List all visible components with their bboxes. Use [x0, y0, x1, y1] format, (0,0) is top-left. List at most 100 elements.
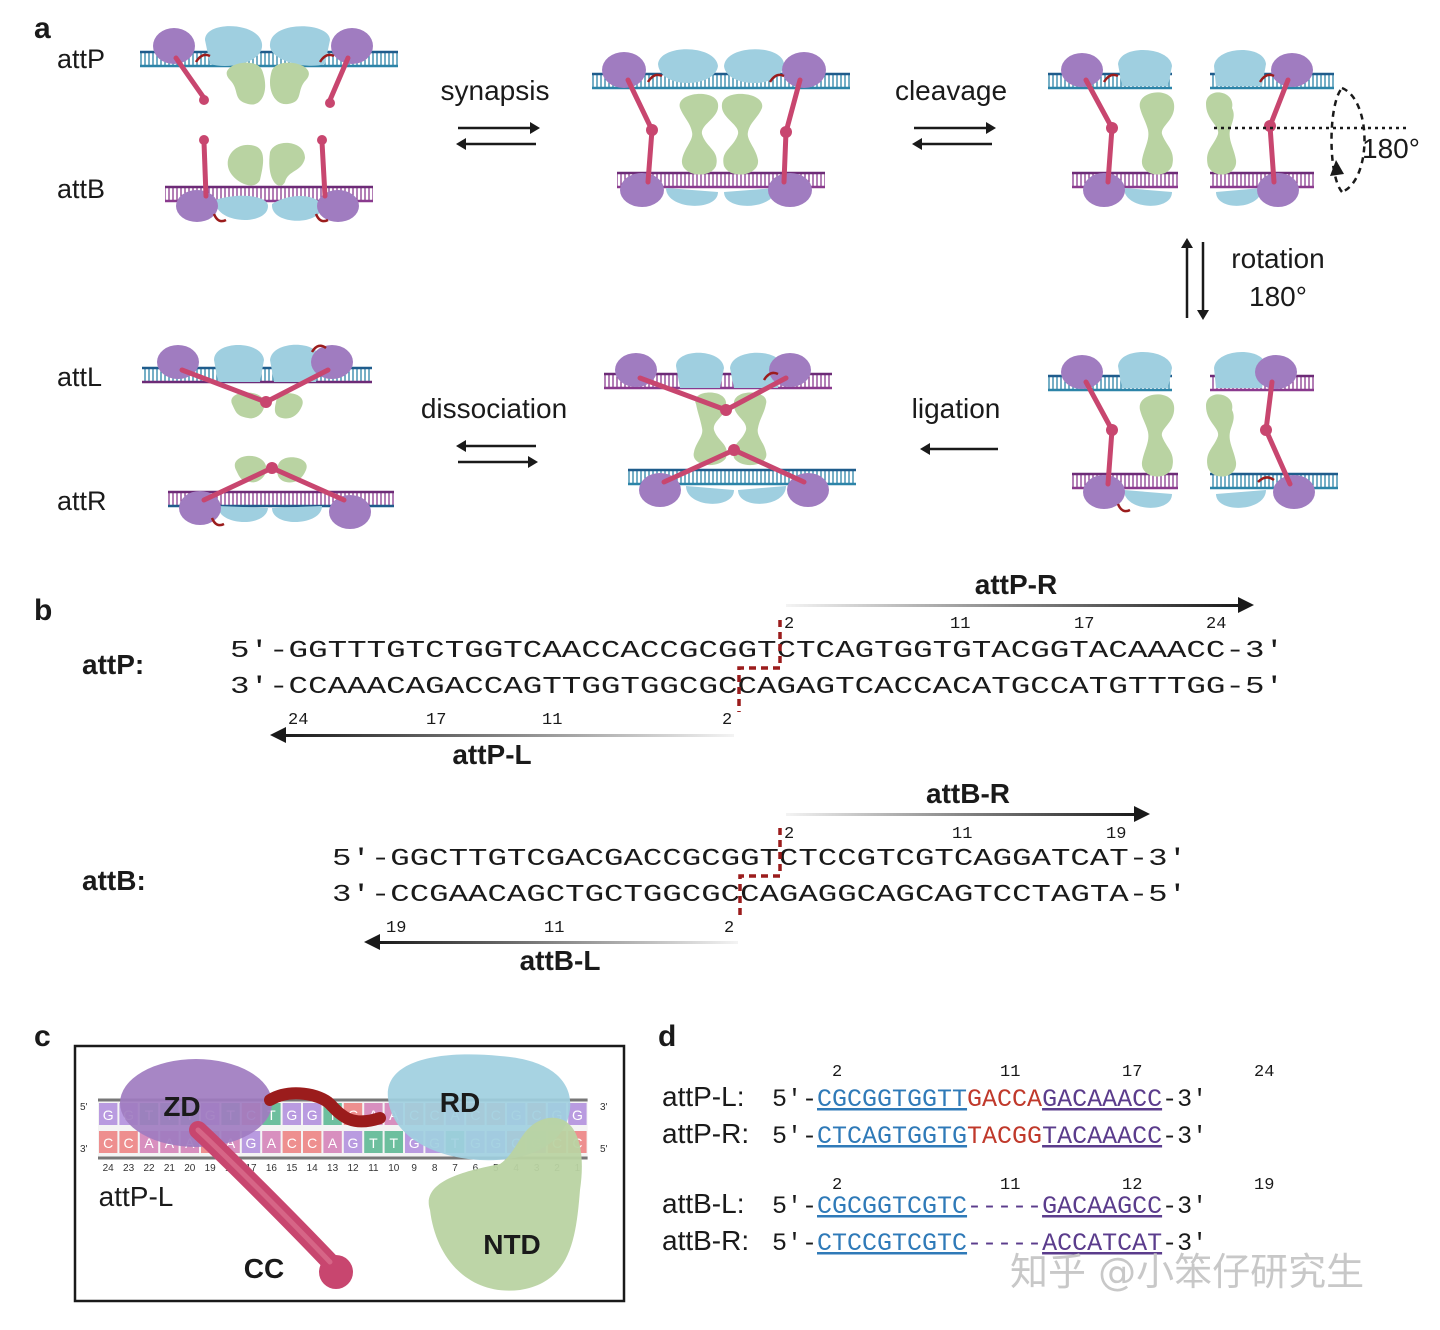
step-rotation: rotation — [1231, 243, 1324, 274]
bottom-base-letter: G — [348, 1135, 359, 1151]
rotation-axis-marker — [1214, 86, 1410, 194]
attP-top-number-11: 11 — [950, 615, 970, 634]
bottom-base-cell — [282, 1131, 301, 1153]
panel-c-letter: c — [34, 1020, 51, 1053]
position-number: 12 — [347, 1163, 359, 1174]
panel-d-bottom-number-12: 12 — [1122, 1176, 1142, 1195]
position-number: 24 — [103, 1163, 115, 1174]
bottom-base-letter: G — [409, 1135, 420, 1151]
domain-label-rd: RD — [440, 1087, 480, 1118]
bottom-base-letter: A — [144, 1135, 154, 1151]
bottom-base-letter: A — [267, 1135, 277, 1151]
site-label-attB: attB — [57, 174, 105, 204]
panel-d-top-number-17: 17 — [1122, 1063, 1142, 1082]
domain-label-cc: CC — [244, 1253, 284, 1284]
attB-bottom-number-2: 2 — [724, 919, 734, 938]
attB-R-arrow — [786, 806, 1150, 822]
domain-label-zd: ZD — [163, 1091, 200, 1122]
bottom-base-letter: T — [369, 1135, 378, 1151]
attP-L-arrow — [270, 727, 734, 743]
panel-d-row-label: attP-R: — [662, 1118, 749, 1149]
attP-bottom-number-17: 17 — [426, 711, 446, 730]
attP-bottom-number-2: 2 — [722, 711, 732, 730]
attB-L-arrow — [364, 934, 738, 950]
attP-R-label: attP-R — [975, 569, 1057, 600]
bottom-base-letter: C — [307, 1135, 317, 1151]
equilibrium-arrow-synapsis — [456, 122, 540, 150]
attP-top-number-2: 2 — [784, 615, 794, 634]
position-number: 17 — [245, 1163, 257, 1174]
position-number: 20 — [184, 1163, 196, 1174]
attB-seq-label: attB: — [82, 865, 146, 896]
attB-cleavage-stagger — [738, 828, 782, 920]
top-base-letter: G — [307, 1107, 318, 1123]
bottom-base-cell — [364, 1131, 383, 1153]
position-number: 16 — [266, 1163, 278, 1174]
panel-d-top-number-2: 2 — [832, 1063, 842, 1082]
attB-top-number-2: 2 — [784, 825, 794, 844]
step-rotation-degrees: 180° — [1249, 281, 1307, 312]
attP-top-number-17: 17 — [1074, 615, 1094, 634]
panel-a-letter: a — [34, 12, 51, 45]
end-bottom-right: 5' — [600, 1144, 608, 1155]
attP-R-arrow — [786, 597, 1254, 613]
attB-top-number-11: 11 — [952, 825, 972, 844]
attP-seq-label: attP: — [82, 649, 144, 680]
bottom-base-letter: A — [226, 1135, 236, 1151]
top-base-letter: G — [572, 1107, 583, 1123]
attP-top-number-24: 24 — [1206, 615, 1226, 634]
attP-bottom-number-11: 11 — [542, 711, 562, 730]
top-base-cell — [303, 1103, 322, 1125]
panel-d-row-label: attP-L: — [662, 1081, 744, 1112]
bottom-base-cell — [323, 1131, 342, 1153]
position-number: 8 — [432, 1163, 438, 1174]
bottom-base-cell — [343, 1131, 363, 1153]
panel-d-top-number-11: 11 — [1000, 1063, 1020, 1082]
bottom-base-cell — [303, 1131, 322, 1153]
attR-complex — [168, 455, 394, 529]
attB-top-strand: 5'-GGCTTGTCGACGACCGCGGTCTCCGTCGTCAGGATCA… — [332, 846, 1187, 873]
position-number: 15 — [286, 1163, 298, 1174]
panel-d-row-sequence: 5'-CTCCGTCGTC-----ACCATCAT-3' — [772, 1229, 1207, 1258]
position-number: 9 — [411, 1163, 417, 1174]
attB-bottom-strand: 3'-CCGAACAGCTGCTGGCGCCAGAGGCAGCAGTCCTAGT… — [332, 882, 1187, 909]
panel-d-top-number-24: 24 — [1254, 1063, 1274, 1082]
top-base-cell — [568, 1103, 587, 1125]
attB-top-number-19: 19 — [1106, 825, 1126, 844]
panel-d-sequence-rows: attP-L:5'-CGCGGTGGTTGACCAGACAAACC-3'attP… — [662, 1081, 1207, 1258]
domain-label-ntd: NTD — [483, 1229, 541, 1260]
position-number: 22 — [143, 1163, 155, 1174]
step-ligation: ligation — [912, 393, 1001, 424]
bottom-base-letter: C — [124, 1135, 134, 1151]
position-number: 14 — [307, 1163, 319, 1174]
bottom-base-letter: C — [103, 1135, 113, 1151]
top-base-letter: T — [267, 1107, 276, 1123]
panel-d-row-label: attB-L: — [662, 1188, 744, 1219]
panel-b-letter: b — [34, 594, 52, 627]
domain-shapes — [120, 1054, 582, 1291]
panel-d-row-sequence: 5'-CGCGGTCGTC-----GACAAGCC-3' — [772, 1192, 1207, 1221]
top-base-cell — [282, 1103, 301, 1125]
position-number: 13 — [327, 1163, 339, 1174]
panel-d-bottom-number-11: 11 — [1000, 1176, 1020, 1195]
bottom-base-cell — [119, 1131, 138, 1153]
panel-d-bottom-number-2: 2 — [832, 1176, 842, 1195]
attP-L-label: attP-L — [452, 739, 531, 770]
site-label-attL: attL — [57, 362, 102, 392]
watermark: 知乎 @小笨仔研究生 — [1010, 1250, 1364, 1294]
bottom-base-cell — [241, 1131, 261, 1153]
attP-cleavage-stagger — [737, 620, 782, 712]
equilibrium-arrow-rotation — [1181, 238, 1209, 320]
position-number: 19 — [205, 1163, 217, 1174]
attP-top-strand: 5'-GGTTTGTCTGGTCAACCACCGCGGTCTCAGTGGTGTA… — [230, 638, 1284, 665]
panel-d-bottom-number-19: 19 — [1254, 1176, 1274, 1195]
rotated-complex — [1048, 351, 1338, 513]
panel-d-row-sequence: 5'-CTCAGTGGTGTACGGTACAAACC-3' — [772, 1122, 1207, 1151]
cleaved-complex — [1048, 49, 1334, 207]
position-number: 21 — [164, 1163, 176, 1174]
position-number: 11 — [368, 1163, 379, 1174]
bottom-base-cell — [99, 1131, 118, 1153]
attP-bottom-number-24: 24 — [288, 711, 308, 730]
attB-R-label: attB-R — [926, 778, 1010, 809]
end-top-right: 3' — [600, 1102, 608, 1113]
